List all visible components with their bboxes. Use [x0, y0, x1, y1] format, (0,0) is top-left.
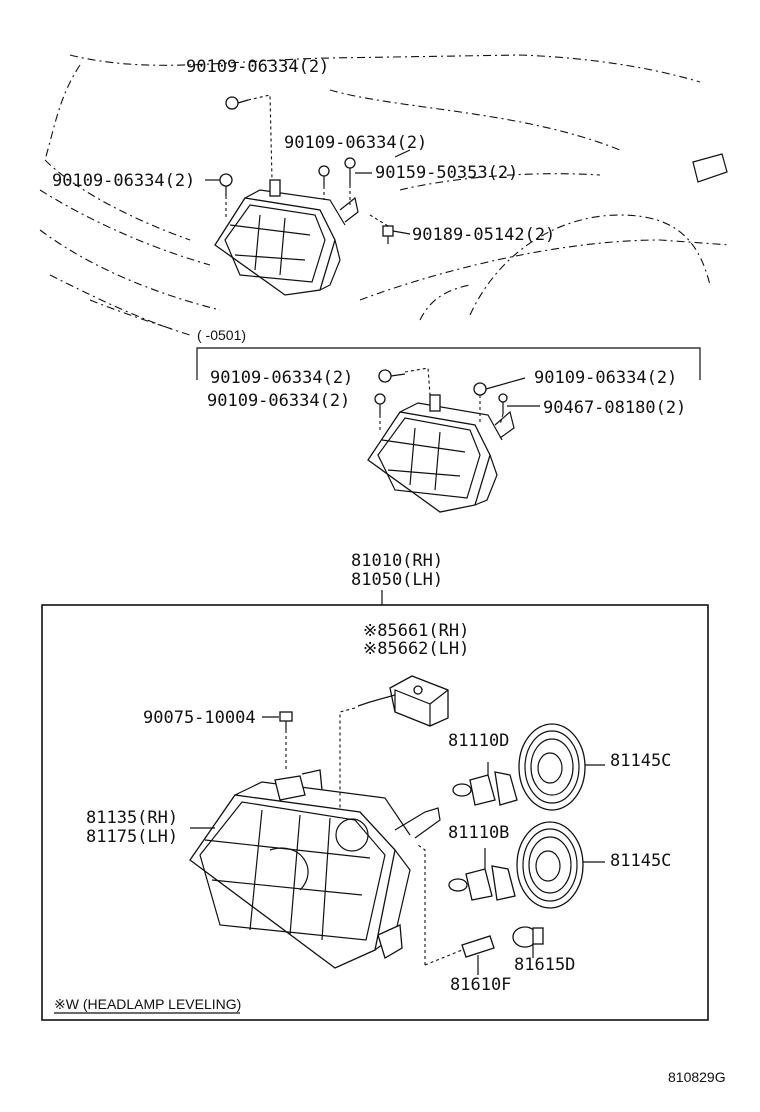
range-bracket	[196, 347, 701, 380]
label-actuator-lh: ※85662(LH)	[363, 639, 469, 659]
label-socket: 81615D	[514, 955, 575, 975]
label-small-bulb: 81610F	[450, 975, 511, 995]
label-mid-bolt-b: 90109-06334(2)	[207, 391, 350, 411]
footnote: ※W (HEADLAMP LEVELING)	[54, 996, 241, 1012]
label-unit-lh: 81175(LH)	[86, 827, 178, 847]
socket-81615d	[512, 926, 544, 958]
label-top-bolt-c: 90109-06334(2)	[52, 171, 195, 191]
label-top-screw: 90159-50353(2)	[375, 163, 518, 183]
small-bulb-81610f	[417, 844, 495, 975]
bulb-81110b	[448, 848, 516, 901]
label-top-bolt-b: 90109-06334(2)	[284, 133, 427, 153]
vehicle-body-outline	[39, 54, 731, 336]
diagram-code: 810829G	[668, 1069, 726, 1085]
mid-headlamp	[367, 394, 515, 513]
label-top-clip: 90189-05142(2)	[412, 225, 555, 245]
label-mid-bolt-c: 90109-06334(2)	[534, 368, 677, 388]
mid-fasteners	[374, 367, 540, 430]
label-assy-rh: 81010(RH)	[351, 551, 443, 571]
cover-lower	[516, 821, 605, 909]
label-bulb-d: 81110D	[448, 731, 509, 751]
label-cover-1: 81145C	[610, 751, 671, 771]
main-headlamp-unit	[189, 769, 441, 969]
label-unit-rh: 81135(RH)	[86, 808, 178, 828]
top-fasteners	[205, 94, 411, 244]
top-headlamp	[214, 179, 359, 296]
label-assy-lh: 81050(LH)	[351, 570, 443, 590]
label-top-bolt-a: 90109-06334(2)	[186, 57, 329, 77]
label-actuator-rh: ※85661(RH)	[363, 621, 469, 641]
assembly-frame	[41, 604, 709, 1021]
leveling-actuator	[339, 675, 449, 820]
label-range-note: ( -0501)	[197, 327, 246, 343]
cover-upper	[518, 723, 605, 811]
label-cover-2: 81145C	[610, 851, 671, 871]
label-screw: 90075-10004	[143, 708, 256, 728]
label-mid-bolt-a: 90109-06334(2)	[210, 368, 353, 388]
bulb-81110d	[452, 762, 518, 806]
label-bulb-b: 81110B	[448, 823, 509, 843]
small-screw	[262, 711, 293, 770]
label-mid-screw: 90467-08180(2)	[543, 398, 686, 418]
